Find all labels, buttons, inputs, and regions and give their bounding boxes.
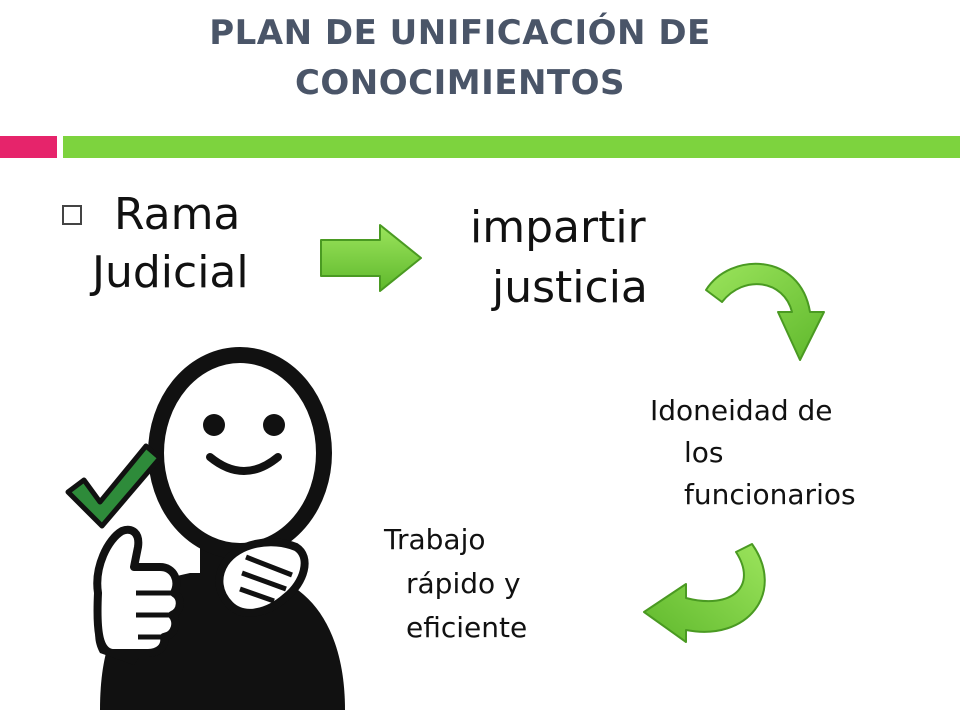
- accent-bar-green: [63, 136, 960, 158]
- right-arrow-icon: [320, 224, 422, 292]
- cycle-item-2-line-2: rápido y: [406, 567, 521, 600]
- title-line-1: PLAN DE UNIFICACIÓN DE: [209, 13, 711, 53]
- person-thumbs-up-icon: [93, 347, 345, 710]
- result-line-1: impartir: [470, 202, 646, 253]
- checkmark-icon: [65, 443, 162, 529]
- cycle-item-2-line-1: Trabajo: [384, 523, 486, 556]
- cycle-item-1-line-1: Idoneidad de: [650, 394, 833, 427]
- cycle-item-2-line-3: eficiente: [406, 611, 528, 644]
- curved-arrow-down-icon: [705, 262, 825, 361]
- cycle-item-1-line-2: los: [684, 436, 724, 469]
- slide-title: PLAN DE UNIFICACIÓN DE CONOCIMIENTOS: [0, 8, 920, 108]
- bullet-line-1: Rama: [114, 189, 241, 240]
- cycle-item-2: Trabajo rápido y eficiente: [384, 518, 644, 650]
- curved-arrow-left-icon: [643, 543, 766, 643]
- cycle-item-1: Idoneidad de los funcionarios: [650, 390, 950, 516]
- cycle-item-1-line-3: funcionarios: [684, 478, 856, 511]
- result-text: impartir justicia: [470, 198, 690, 318]
- bullet-text: Rama Judicial: [92, 186, 312, 302]
- bullet-line-2: Judicial: [92, 247, 249, 298]
- result-line-2: justicia: [492, 262, 648, 313]
- accent-bar-pink: [0, 136, 57, 158]
- bullet-square-icon: [62, 205, 82, 225]
- title-line-2: CONOCIMIENTOS: [294, 63, 626, 103]
